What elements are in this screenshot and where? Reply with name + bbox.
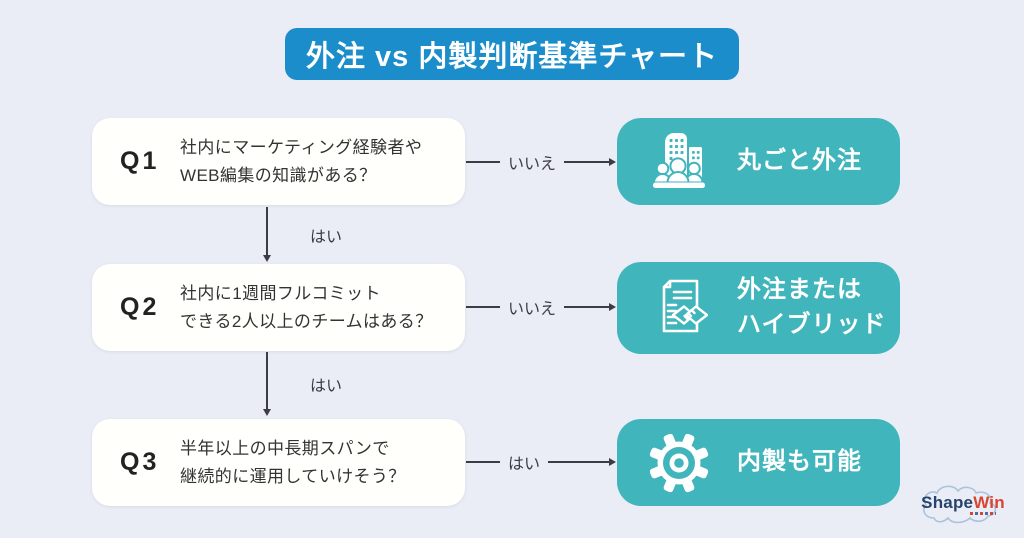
result-text: 外注または ハイブリッド	[737, 273, 887, 343]
question-line: WEB編集の知識がある？	[180, 165, 377, 185]
question-id: Q1	[120, 147, 160, 175]
arrow-label-yes: はい	[508, 456, 541, 473]
arrow-line	[266, 207, 268, 257]
question-line: 半年以上の中長期スパンで	[180, 439, 390, 459]
question-line: 社内にマーケティング経験者や	[180, 138, 423, 158]
arrow-label-no: いいえ	[508, 156, 557, 173]
building-people-icon	[647, 130, 711, 194]
chart-title: 外注 vs 内製判断基準チャート	[285, 28, 739, 80]
gear-icon	[647, 431, 711, 495]
result-line: 丸ごと外注	[737, 147, 862, 175]
cloud-icon	[923, 485, 997, 524]
arrow-line	[548, 461, 609, 463]
result-box-hybrid: 外注または ハイブリッド	[617, 262, 900, 354]
arrowhead-right-icon	[609, 458, 616, 466]
logo-text-shape: Shape	[921, 493, 974, 512]
arrow-q1-to-result1: いいえ	[466, 152, 616, 173]
question-box-q3: Q3 半年以上の中長期スパンで 継続的に運用していけそう？	[92, 419, 465, 506]
result-line: 内製も可能	[737, 448, 862, 476]
question-line: 継続的に運用していけそう？	[180, 466, 406, 486]
arrow-line	[466, 461, 500, 463]
question-text: 社内にマーケティング経験者や WEB編集の知識がある？	[180, 134, 422, 188]
arrow-line	[564, 161, 609, 163]
question-text: 社内に1週間フルコミット できる2人以上のチームはある？	[180, 280, 433, 334]
question-box-q1: Q1 社内にマーケティング経験者や WEB編集の知識がある？	[92, 118, 465, 205]
question-line: 社内に1週間フルコミット	[180, 284, 381, 304]
document-handshake-icon	[647, 276, 711, 340]
arrow-line	[466, 306, 500, 308]
question-id: Q3	[120, 448, 160, 476]
logo-text-win: Win	[973, 493, 1005, 512]
logo-text: ShapeWin	[914, 493, 1012, 513]
question-box-q2: Q2 社内に1週間フルコミット できる2人以上のチームはある？	[92, 264, 465, 351]
logo-tagline-marks	[970, 512, 996, 515]
arrow-line	[466, 161, 500, 163]
question-text: 半年以上の中長期スパンで 継続的に運用していけそう？	[180, 435, 406, 489]
result-box-outsource: 丸ごと外注	[617, 118, 900, 205]
arrowhead-right-icon	[609, 158, 616, 166]
question-id: Q2	[120, 293, 160, 321]
arrow-q3-to-result3: はい	[466, 452, 616, 473]
arrowhead-down-icon	[262, 255, 271, 262]
arrow-q2-to-result2: いいえ	[466, 297, 616, 318]
arrow-line	[266, 352, 268, 411]
arrow-label-yes: はい	[310, 378, 343, 395]
arrow-line	[564, 306, 609, 308]
arrow-label-yes: はい	[310, 228, 343, 246]
result-box-inhouse: 内製も可能	[617, 419, 900, 506]
result-text: 丸ごと外注	[737, 144, 862, 179]
arrowhead-down-icon	[262, 409, 271, 416]
arrowhead-right-icon	[609, 303, 616, 311]
arrow-q2-to-q3: はい	[262, 352, 342, 416]
question-line: できる2人以上のチームはある？	[180, 311, 433, 331]
result-line: ハイブリッド	[737, 311, 887, 338]
result-text: 内製も可能	[737, 445, 862, 480]
arrow-q1-to-q2: はい	[262, 207, 342, 262]
arrow-label-no: いいえ	[508, 301, 557, 318]
result-line: 外注または	[737, 276, 862, 304]
shapewin-logo: ShapeWin	[914, 482, 1012, 528]
